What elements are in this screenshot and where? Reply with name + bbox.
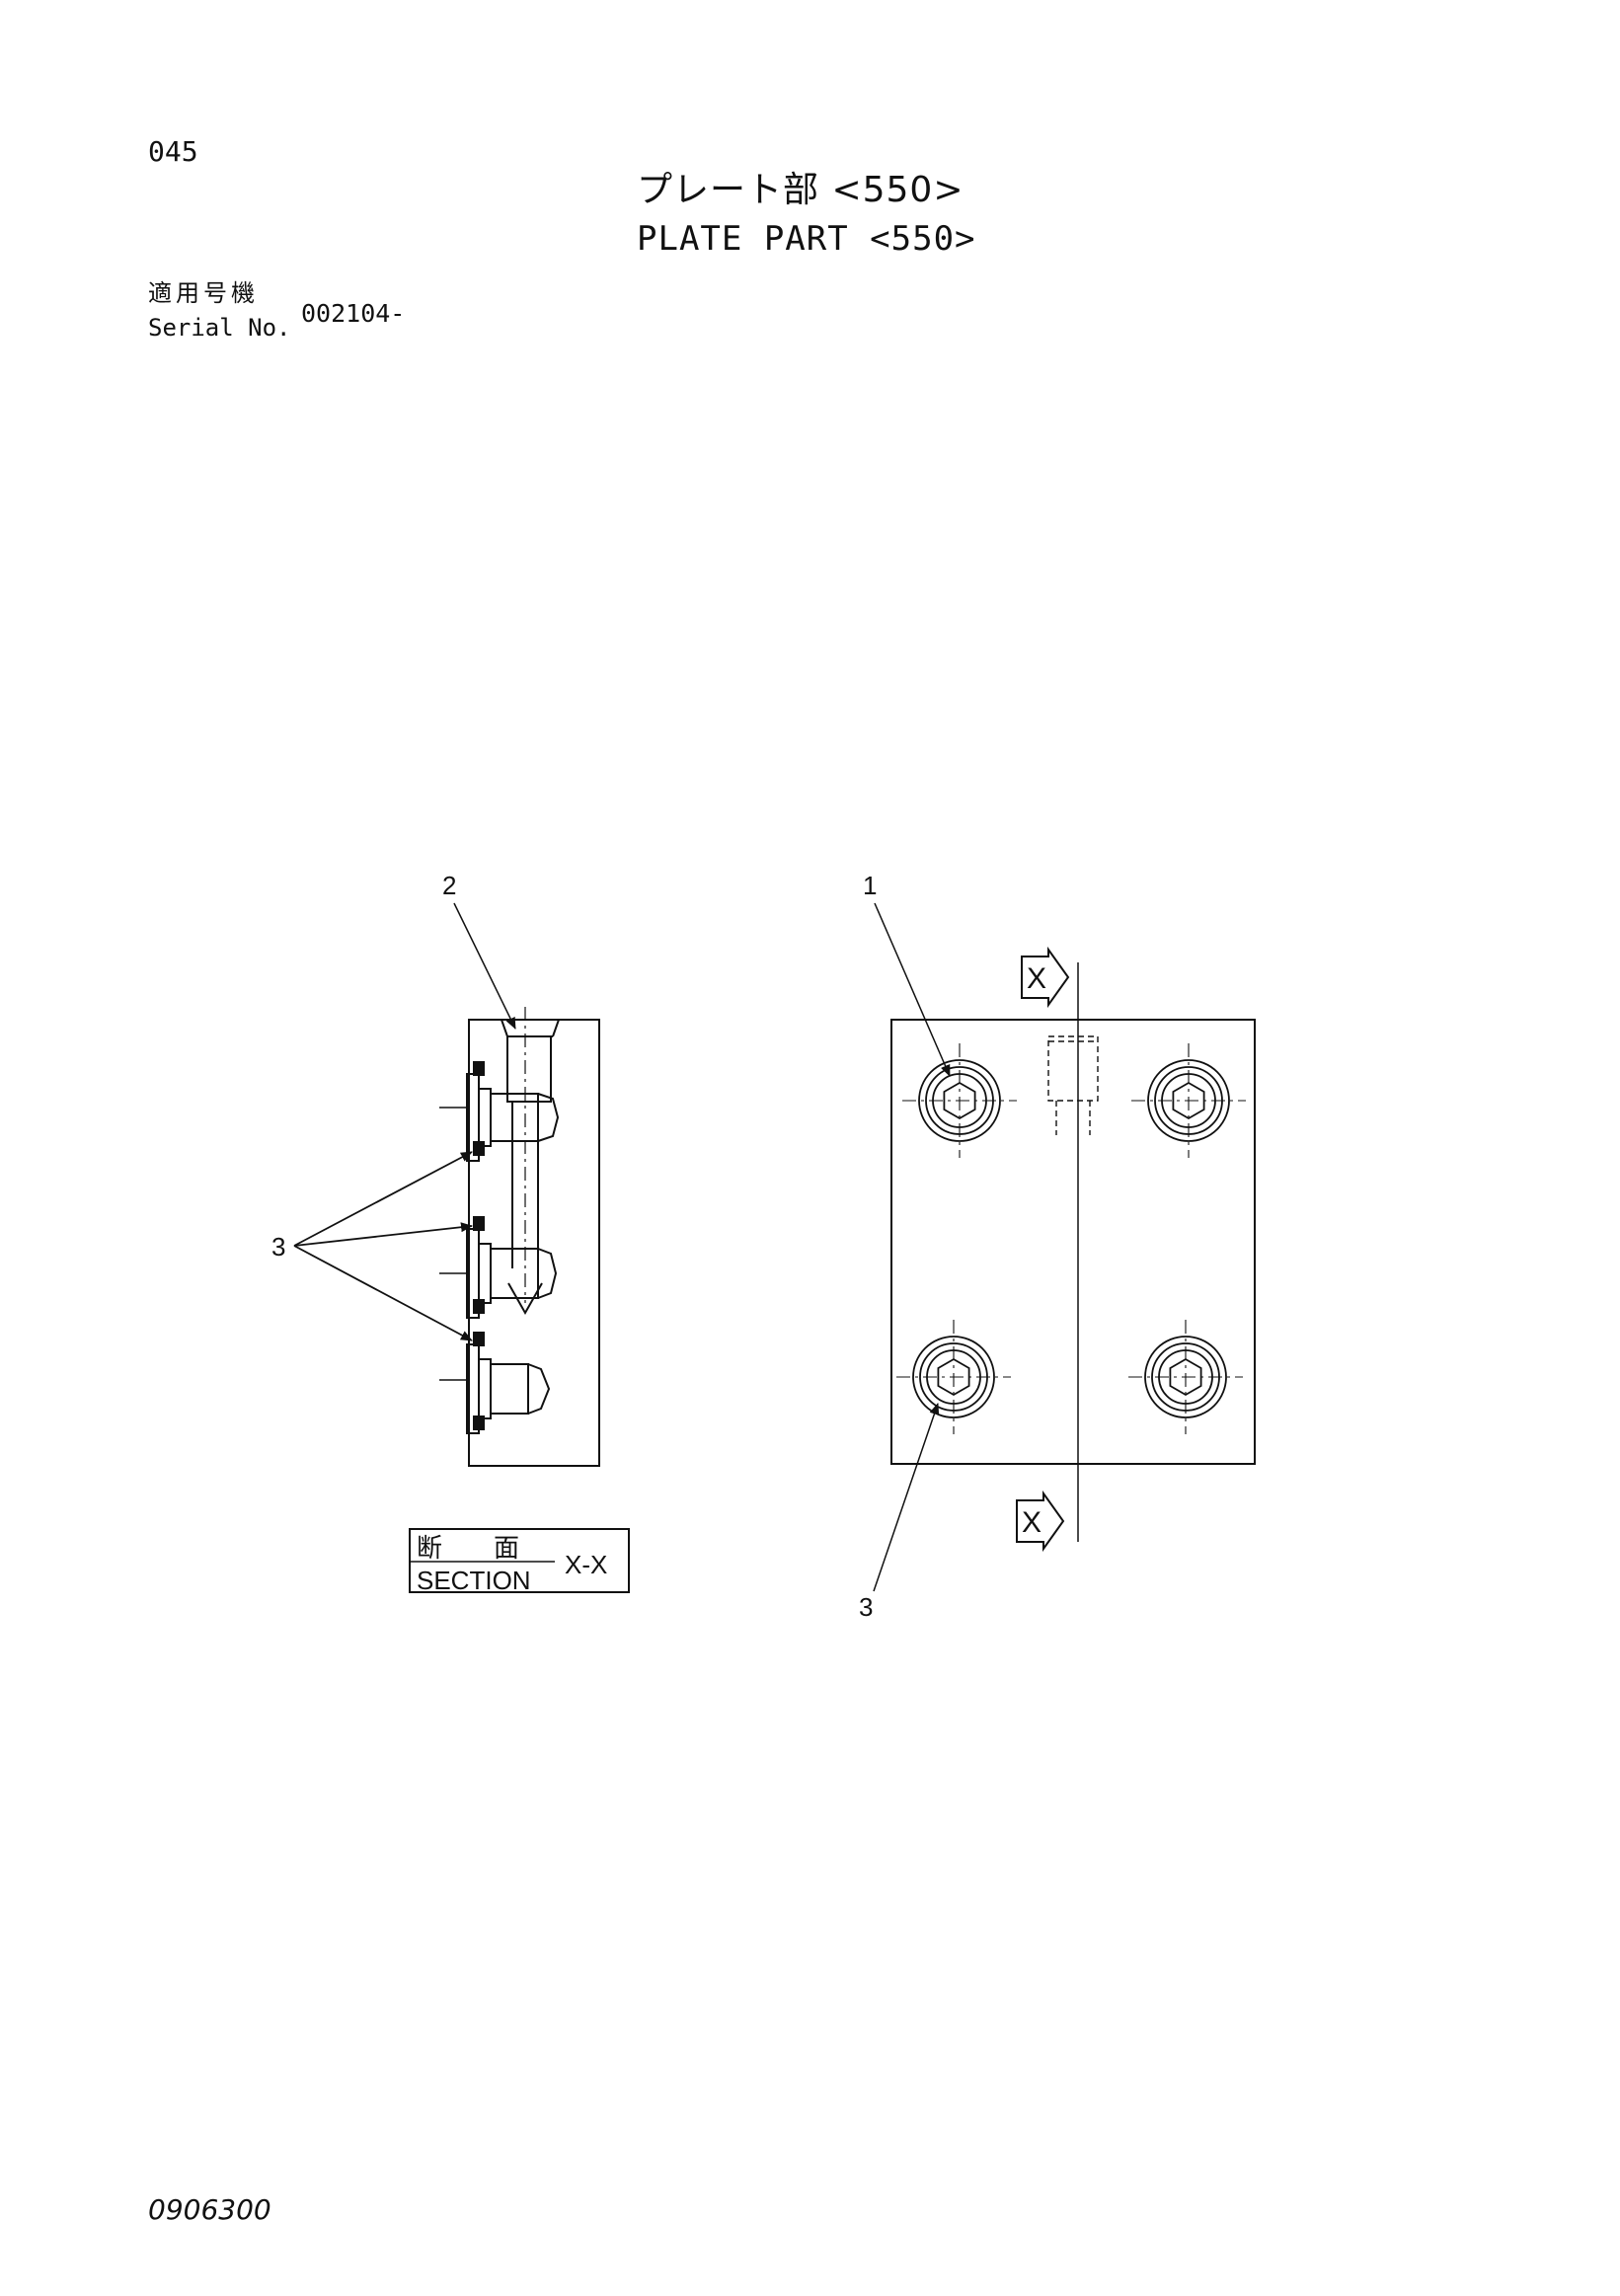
cap-screw-section — [501, 1007, 560, 1316]
section-label-en: SECTION — [417, 1566, 531, 1595]
serial-label-japanese: 適用号機 — [148, 279, 259, 307]
page-number: 045 — [148, 135, 198, 168]
serial-number-value: 002104- — [301, 299, 406, 328]
callout-3-left: 3 — [271, 1232, 285, 1262]
serial-label-english: Serial No. — [148, 314, 291, 342]
front-plugs — [896, 1043, 1246, 1434]
section-view — [439, 1007, 600, 1467]
title-japanese: プレート部 <550> — [637, 170, 964, 210]
callout-2-leader — [453, 902, 516, 1030]
section-arrow-bottom-letter: X — [1022, 1506, 1041, 1539]
plug-1-section — [439, 1061, 560, 1162]
section-plate-body — [468, 1019, 600, 1467]
callout-3-right: 3 — [859, 1592, 873, 1622]
callout-1: 1 — [863, 871, 877, 900]
plug-fitting-1 — [902, 1043, 1017, 1158]
section-label-view: X-X — [565, 1550, 607, 1579]
callout-2: 2 — [442, 871, 456, 900]
front-plate-body — [890, 1019, 1256, 1465]
front-view — [890, 962, 1256, 1542]
callout-3-right-leader — [873, 1403, 940, 1592]
section-label-box: 断 面 SECTION X-X — [409, 1528, 630, 1595]
plug-fitting-2 — [1131, 1043, 1246, 1158]
section-arrow-bottom[interactable]: X — [1016, 1490, 1065, 1553]
plug-fitting-3 — [896, 1320, 1011, 1434]
section-label-jp: 断 面 — [417, 1533, 519, 1563]
document-code: 0906300 — [148, 2193, 271, 2226]
plug-3-section — [439, 1332, 551, 1434]
section-arrow-top[interactable]: X — [1021, 946, 1070, 1009]
hidden-tapped-hole — [1047, 1035, 1099, 1135]
title-english: PLATE PART <550> — [637, 219, 976, 259]
plug-fitting-4 — [1128, 1320, 1243, 1434]
plug-2-section — [439, 1216, 558, 1319]
callout-1-leader — [874, 902, 951, 1077]
callout-3-leaders — [293, 1151, 473, 1341]
section-arrow-top-letter: X — [1027, 962, 1046, 995]
